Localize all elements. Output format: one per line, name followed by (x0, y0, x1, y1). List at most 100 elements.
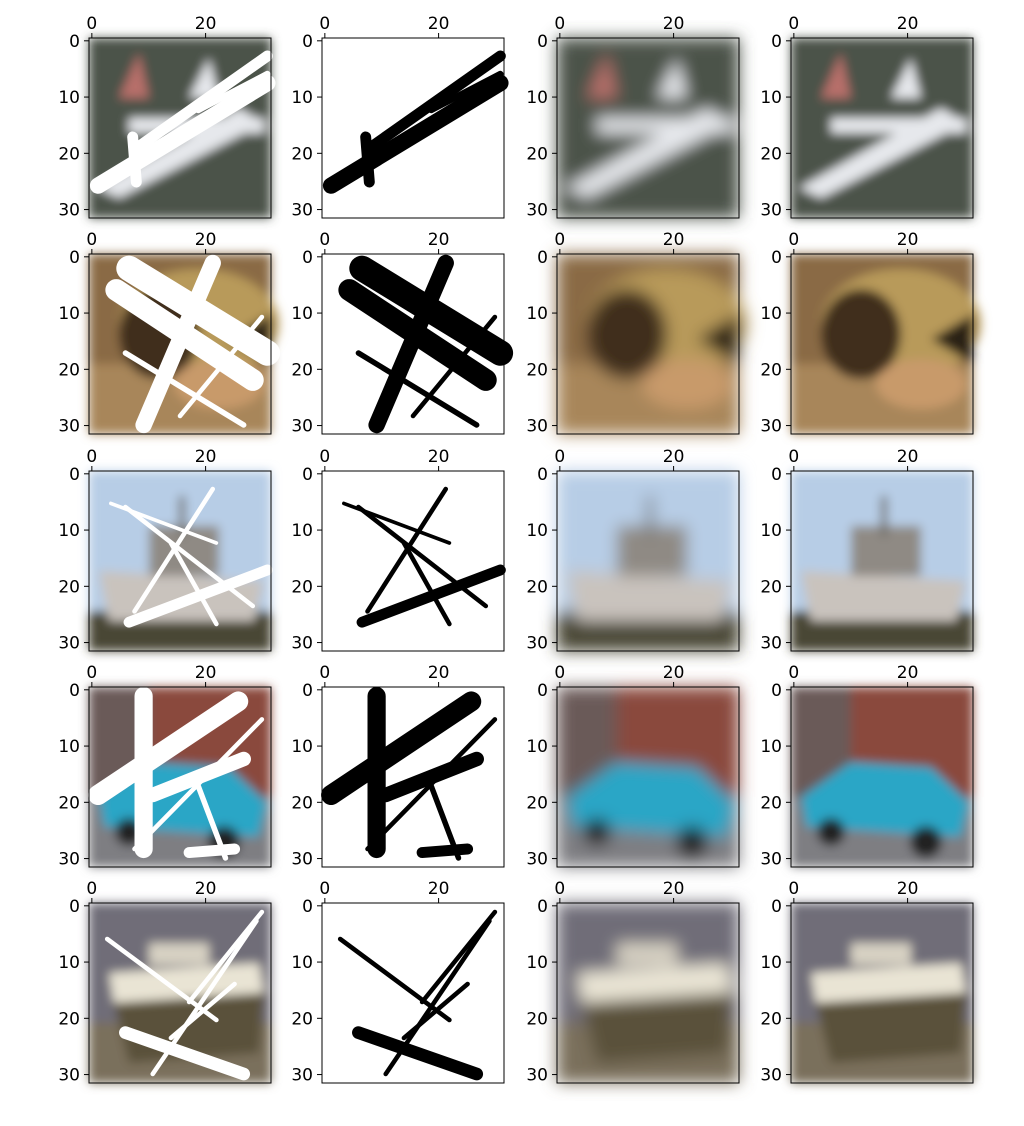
mask-stroke (150, 918, 259, 1077)
y-tick-label: 20 (760, 144, 782, 164)
mask-stroke (416, 843, 474, 859)
y-tick-label: 20 (526, 793, 548, 813)
mask-stroke (123, 504, 256, 609)
axes-frame (88, 902, 272, 1084)
y-tick-label: 20 (760, 1009, 782, 1029)
y-tick-label: 10 (291, 88, 313, 108)
image-content (791, 38, 973, 218)
mask-stroke (109, 501, 219, 545)
y-tick-label: 30 (291, 201, 313, 221)
mask-stroke (368, 254, 454, 434)
y-tick-label: 10 (526, 737, 548, 757)
x-tick-label: 0 (86, 447, 97, 467)
mask-stroke (122, 350, 247, 428)
mask-stroke (360, 131, 375, 188)
x-tick-label: 0 (788, 230, 799, 250)
axes-frame (556, 902, 740, 1084)
x-tick-label: 20 (897, 14, 919, 34)
x-tick-label: 0 (319, 447, 330, 467)
x-tick-label: 20 (897, 663, 919, 683)
x-tick-label: 0 (86, 879, 97, 899)
y-tick-label: 0 (302, 465, 313, 485)
x-tick-label: 20 (195, 879, 217, 899)
x-tick-label: 20 (428, 14, 450, 34)
mask-stroke (352, 1026, 484, 1081)
mask-stroke (89, 74, 276, 194)
y-tick-label: 20 (526, 577, 548, 597)
mask-stroke (401, 981, 470, 1041)
axes-frame (321, 253, 505, 435)
y-tick-label: 10 (760, 304, 782, 324)
x-tick-label: 20 (897, 447, 919, 467)
y-tick-label: 10 (58, 304, 80, 324)
image-content (791, 254, 981, 434)
axes-frame (556, 686, 740, 868)
x-tick-label: 0 (319, 230, 330, 250)
y-tick-label: 10 (760, 953, 782, 973)
mask-stroke (419, 909, 498, 1005)
y-tick-label: 30 (58, 634, 80, 654)
y-tick-label: 10 (760, 88, 782, 108)
mask-stroke (105, 279, 264, 391)
x-tick-label: 20 (663, 879, 685, 899)
y-tick-label: 20 (291, 577, 313, 597)
mask-stroke (195, 70, 271, 114)
mask-stroke (356, 504, 489, 609)
x-tick-label: 20 (663, 230, 685, 250)
mask-stroke (378, 751, 484, 803)
x-tick-label: 0 (86, 230, 97, 250)
x-tick-label: 20 (897, 879, 919, 899)
y-tick-label: 10 (526, 304, 548, 324)
y-tick-label: 0 (771, 465, 782, 485)
y-tick-label: 30 (760, 850, 782, 870)
x-tick-label: 20 (428, 879, 450, 899)
y-tick-label: 30 (291, 1066, 313, 1086)
y-tick-label: 10 (58, 521, 80, 541)
x-tick-label: 20 (663, 14, 685, 34)
y-tick-label: 0 (69, 465, 80, 485)
x-tick-label: 0 (554, 14, 565, 34)
mask-stroke (127, 131, 142, 188)
axes-frame (88, 470, 272, 652)
x-tick-label: 0 (319, 14, 330, 34)
y-tick-label: 0 (537, 681, 548, 701)
mask-stroke (135, 254, 221, 434)
x-tick-label: 0 (788, 447, 799, 467)
axes-frame (790, 902, 974, 1084)
y-tick-label: 10 (760, 737, 782, 757)
mask-stroke (186, 909, 265, 1005)
y-tick-label: 20 (58, 144, 80, 164)
mask-stroke (342, 501, 452, 545)
y-tick-label: 30 (760, 634, 782, 654)
y-tick-label: 30 (760, 417, 782, 437)
y-tick-label: 0 (537, 248, 548, 268)
y-tick-label: 0 (537, 32, 548, 52)
x-tick-label: 20 (428, 230, 450, 250)
x-tick-label: 0 (554, 447, 565, 467)
image-content (791, 903, 973, 1083)
y-tick-label: 30 (291, 634, 313, 654)
y-tick-label: 20 (58, 577, 80, 597)
x-tick-label: 0 (788, 663, 799, 683)
y-tick-label: 20 (526, 360, 548, 380)
axes-frame (790, 470, 974, 652)
axes-frame (790, 253, 974, 435)
y-tick-label: 20 (58, 1009, 80, 1029)
mask-stroke (168, 981, 237, 1041)
y-tick-label: 10 (291, 304, 313, 324)
y-tick-label: 20 (760, 577, 782, 597)
y-tick-label: 20 (291, 144, 313, 164)
x-tick-label: 0 (86, 663, 97, 683)
